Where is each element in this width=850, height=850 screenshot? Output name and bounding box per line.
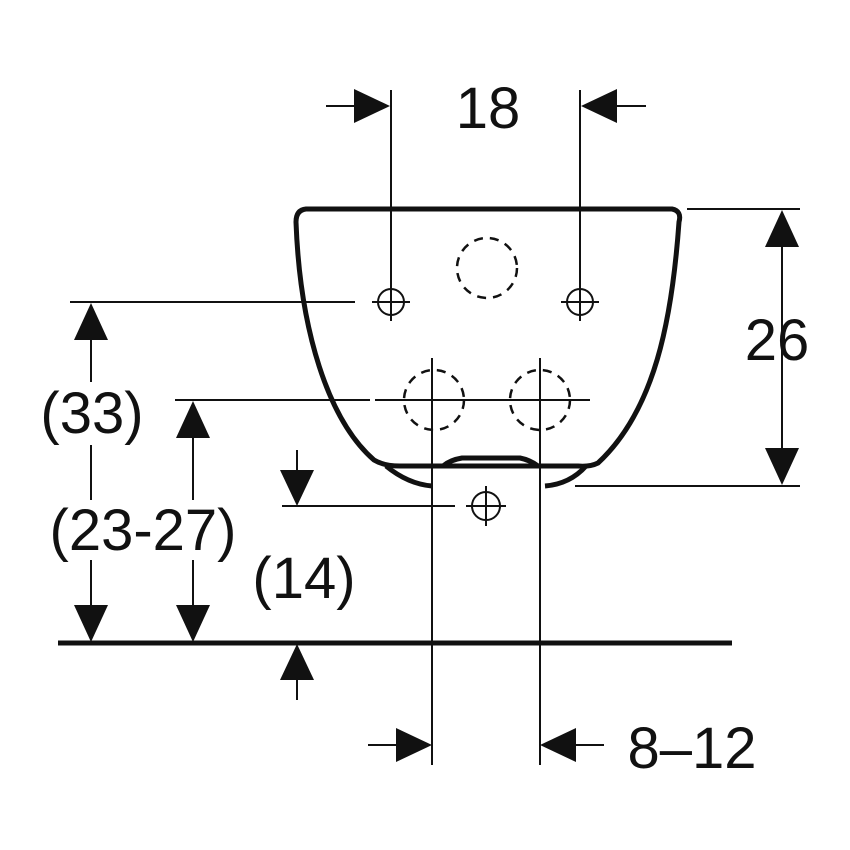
dimension-line-23-27 <box>176 401 210 642</box>
dimension-line-33 <box>74 303 108 642</box>
extension-lines <box>70 90 800 765</box>
dimension-label-14: (14) <box>252 546 355 611</box>
drain-hole <box>466 486 506 526</box>
dimension-line-8-12 <box>368 728 604 762</box>
dimension-label-8-12: 8–12 <box>627 716 756 781</box>
fixture-outline <box>293 206 683 489</box>
dimension-label-23-27: (23-27) <box>50 498 237 563</box>
dimension-label-18: 18 <box>456 76 521 141</box>
dimension-line-14 <box>280 450 314 700</box>
dimension-line-26 <box>765 210 799 485</box>
dimension-label-26: 26 <box>745 308 810 373</box>
top-opening-dashed <box>455 236 519 300</box>
dimension-label-33: (33) <box>40 381 143 446</box>
dimension-line-18 <box>326 89 646 123</box>
